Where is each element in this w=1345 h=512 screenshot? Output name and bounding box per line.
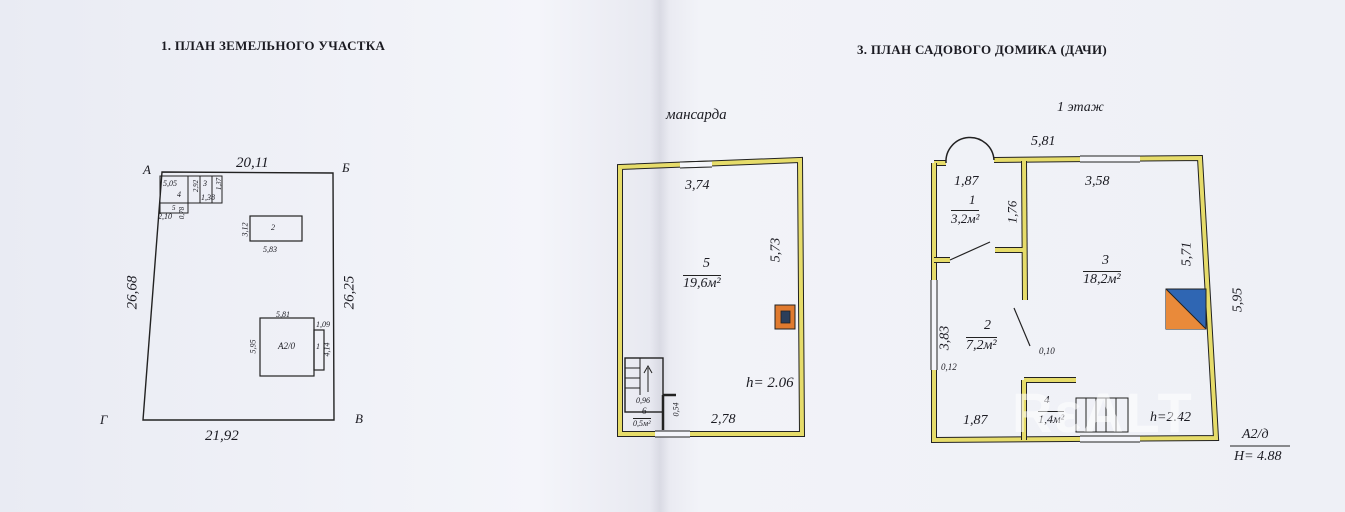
room2-area: 7,2м²	[966, 337, 997, 353]
room2-number: 2	[984, 318, 991, 333]
porch-dim-2: 4,14	[322, 342, 332, 357]
attic-right-height: 5,73	[768, 237, 784, 263]
floor1-stair	[1075, 397, 1129, 433]
house-outline	[259, 317, 325, 377]
floor1-walls	[930, 136, 1220, 444]
room3-area: 18,2м²	[1083, 271, 1121, 287]
room1-area: 3,2м²	[951, 210, 980, 226]
floor1-stove	[1165, 288, 1207, 330]
room1-height: 1,76	[1004, 200, 1020, 224]
attic-stair-height: 0,54	[671, 402, 681, 417]
attic-stove	[774, 304, 796, 330]
shed-dim-h: 2,10	[158, 212, 172, 221]
shed-dim-e: 1,38	[201, 193, 215, 202]
attic-stair-number: 6	[642, 406, 647, 416]
building-designation: А2/д	[1242, 427, 1269, 442]
page-fold	[650, 0, 670, 512]
watermark-logo: RεALT	[1012, 381, 1194, 444]
total-height: H= 4.88	[1234, 449, 1282, 464]
corner-b-label: Б	[342, 160, 350, 175]
porch-label: 1	[316, 342, 320, 351]
building-2-label: 2	[271, 223, 275, 232]
floor1-top-width: 5,81	[1031, 134, 1056, 149]
floor1-ceiling-height: h=2.42	[1150, 410, 1191, 425]
building-2-width: 5,83	[263, 245, 277, 254]
attic-room-area: 19,6м²	[683, 275, 721, 291]
plot-right-dimension: 26,25	[341, 275, 358, 310]
plot-top-dimension: 20,11	[236, 155, 269, 171]
attic-top-width: 3,74	[685, 178, 710, 193]
door-dim-1: 0,10	[1039, 346, 1055, 356]
room4-area: 1,4м²	[1038, 411, 1065, 426]
floor1-label: 1 этаж	[1057, 100, 1104, 115]
attic-room-number: 5	[703, 256, 710, 271]
shed-label-4: 4	[177, 190, 181, 199]
attic-ceiling-height: h= 2.06	[746, 375, 794, 391]
shed-label-3: 3	[203, 179, 207, 188]
outer-height: 5,95	[1230, 287, 1246, 313]
building-2-outline	[249, 215, 303, 242]
land-plot-heading: 1. ПЛАН ЗЕМЕЛЬНОГО УЧАСТКА	[161, 38, 386, 53]
shed-dim-a: 5,05	[163, 179, 177, 188]
attic-walls	[617, 156, 806, 438]
corner-g-label: Г	[100, 412, 108, 427]
shed-cluster	[159, 175, 223, 214]
shed-dim-d: 2,92	[192, 179, 201, 193]
door-dim-2: 0,12	[941, 362, 957, 372]
corner-a-label: А	[143, 162, 151, 177]
room3-width: 3,58	[1085, 174, 1110, 189]
shed-dim-f: 1,37	[215, 177, 224, 191]
shed-label-5: 5	[172, 204, 176, 212]
house-plan-heading: 3. ПЛАН САДОВОГО ДОМИКА (ДАЧИ)	[857, 42, 1107, 57]
room3-height: 5,71	[1179, 241, 1195, 267]
attic-stair-width: 0,96	[636, 396, 650, 405]
attic-stair-area: 0,5м²	[633, 418, 651, 428]
attic-bottom-width: 2,78	[711, 412, 736, 427]
land-plot-outline	[142, 171, 335, 421]
plot-left-dimension: 26,68	[124, 275, 141, 310]
floor1-interior-walls	[934, 160, 1076, 440]
attic-stair	[624, 357, 676, 430]
house-label: А2/0	[278, 341, 295, 351]
plot-bottom-dimension: 21,92	[205, 428, 239, 444]
room3-number: 3	[1102, 253, 1109, 268]
room1-width: 1,87	[954, 174, 979, 189]
corner-v-label: В	[355, 411, 363, 426]
attic-label: мансарда	[666, 107, 727, 123]
house-height: 5,95	[248, 339, 258, 354]
shed-dim-i: 0,78	[178, 206, 187, 220]
room4-number: 4	[1044, 394, 1050, 406]
porch-dim-1: 1,09	[316, 320, 330, 329]
room2-height: 3,83	[937, 325, 953, 351]
building-2-height: 3,12	[240, 222, 250, 237]
house-width: 5,81	[276, 310, 290, 319]
floor1-bottom-width: 1,87	[963, 413, 988, 428]
room1-number: 1	[969, 192, 976, 207]
